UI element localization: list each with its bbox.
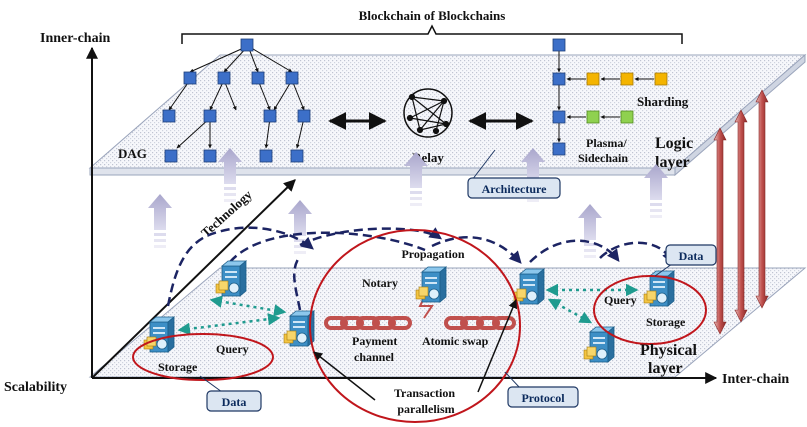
plasma-label: Plasma/ Sidechain: [578, 136, 630, 165]
svg-text:Data: Data: [679, 249, 704, 263]
x-axis-label: Inter-chain: [722, 372, 789, 387]
highlight-ellipses: [132, 229, 707, 423]
propagation-label: Propagation: [401, 247, 464, 261]
origin-label: Scalability: [4, 380, 67, 395]
svg-text:Architecture: Architecture: [482, 182, 548, 196]
svg-text:Data: Data: [222, 395, 247, 409]
query-right-label: Query: [604, 293, 637, 307]
sharding-chain: [566, 72, 668, 86]
data-callout-right: Data: [654, 244, 717, 277]
tx-parallel-label: Transaction parallelism: [394, 386, 458, 416]
architecture-callout: Architecture: [467, 149, 561, 199]
physical-layer-label: Physical layer: [640, 342, 701, 377]
protocol-callout: Protocol: [504, 371, 579, 408]
sharding-label: Sharding: [637, 94, 689, 109]
dag-graph: [168, 45, 305, 149]
payment-channel-chain: [324, 316, 412, 330]
plasma-chain: [566, 110, 634, 124]
dag-label: DAG: [118, 146, 147, 161]
diagram-title: Blockchain of Blockchains: [359, 8, 506, 23]
query-arrows: [177, 283, 639, 335]
main-chain: [552, 38, 566, 156]
notary-label: Notary: [362, 276, 398, 290]
svg-text:Protocol: Protocol: [521, 391, 565, 405]
storage-left-label: Storage: [158, 360, 198, 374]
tx-parallel-pointers: [313, 299, 518, 401]
query-left-label: Query: [216, 342, 249, 356]
data-callout-left: Data: [199, 375, 262, 412]
payment-channel-label: Payment channel: [352, 334, 400, 364]
title-brace: [181, 24, 683, 44]
relay-network-icon: [403, 88, 453, 138]
logic-layer-plate: [88, 53, 807, 177]
layer-link-arrows: [713, 89, 769, 335]
dag-blocks: [162, 38, 311, 163]
y-axis-label: Inner-chain: [40, 31, 110, 46]
atomic-swap-label: Atomic swap: [422, 334, 489, 348]
axes: [86, 46, 718, 384]
storage-right-label: Storage: [646, 315, 686, 329]
logic-layer-label: Logic layer: [655, 135, 697, 171]
